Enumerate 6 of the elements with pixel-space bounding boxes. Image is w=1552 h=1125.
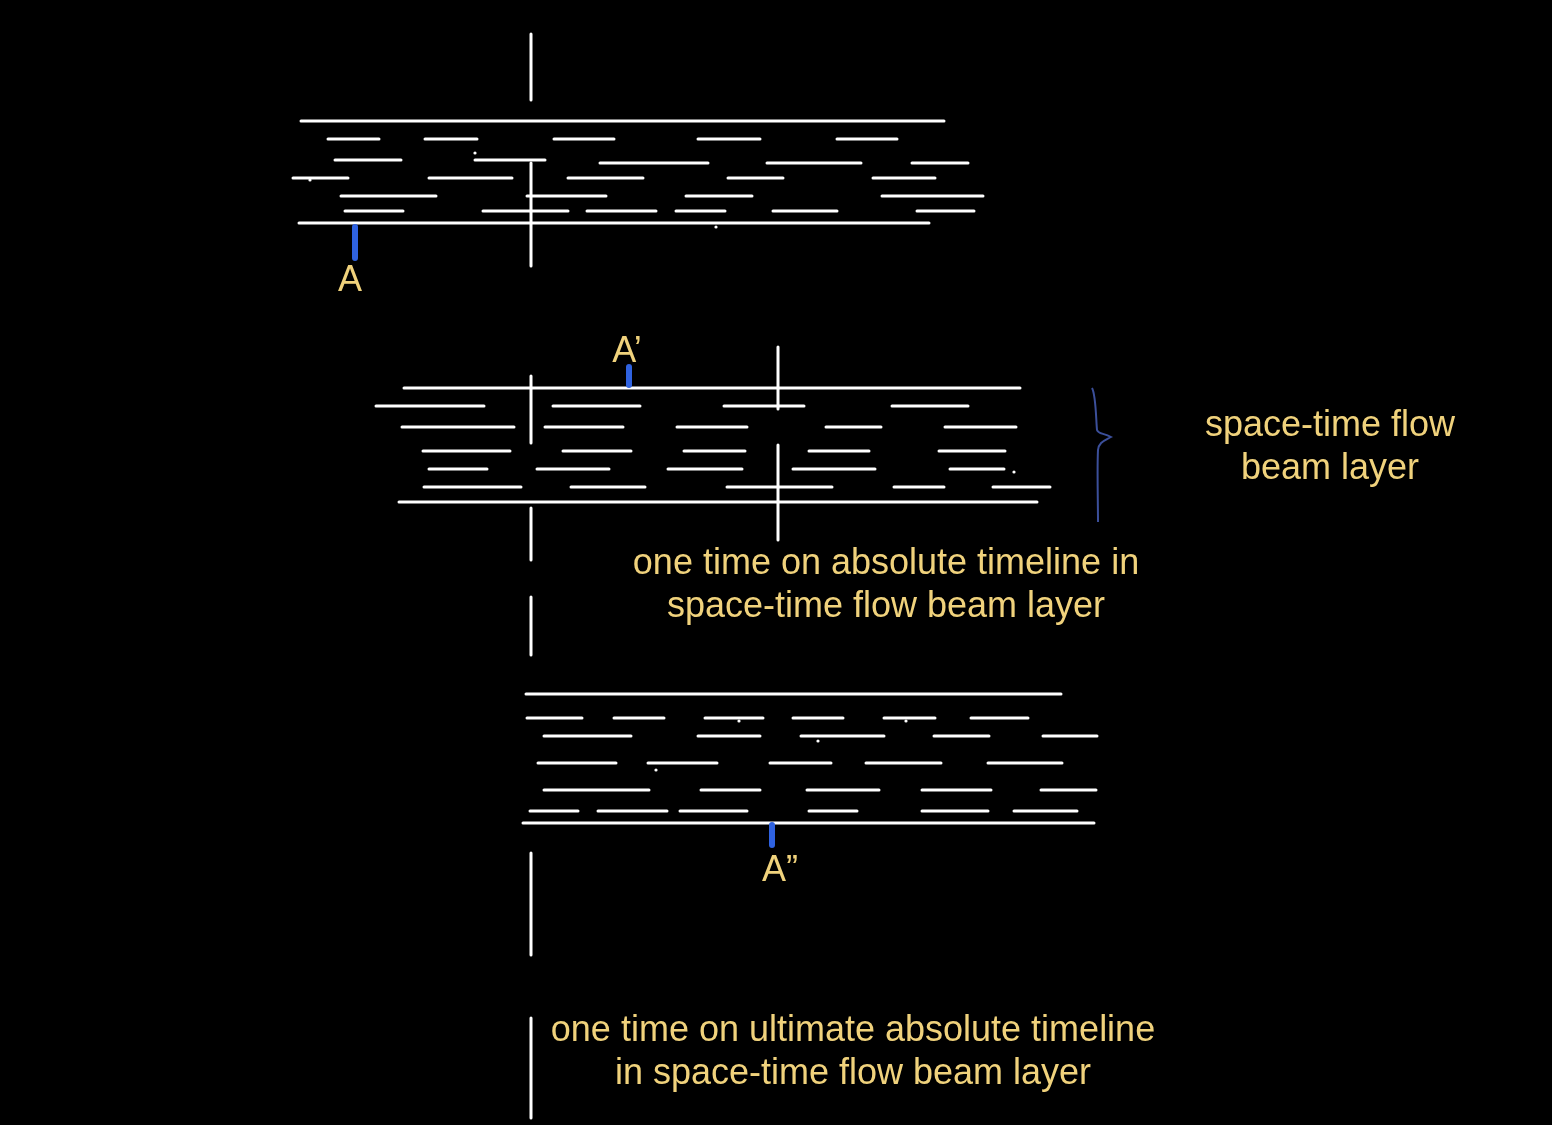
point-label: A”	[761, 847, 799, 890]
point-label: A’	[611, 328, 643, 371]
annotation-text: one time on absolute timeline in space-time flow beam layer	[631, 540, 1141, 626]
annotation-text: one time on ultimate absolute timeline in space-time flow beam layer	[549, 1007, 1157, 1093]
annotation-text: space-time flow beam layer	[1203, 402, 1457, 488]
point-label: A	[337, 257, 363, 300]
